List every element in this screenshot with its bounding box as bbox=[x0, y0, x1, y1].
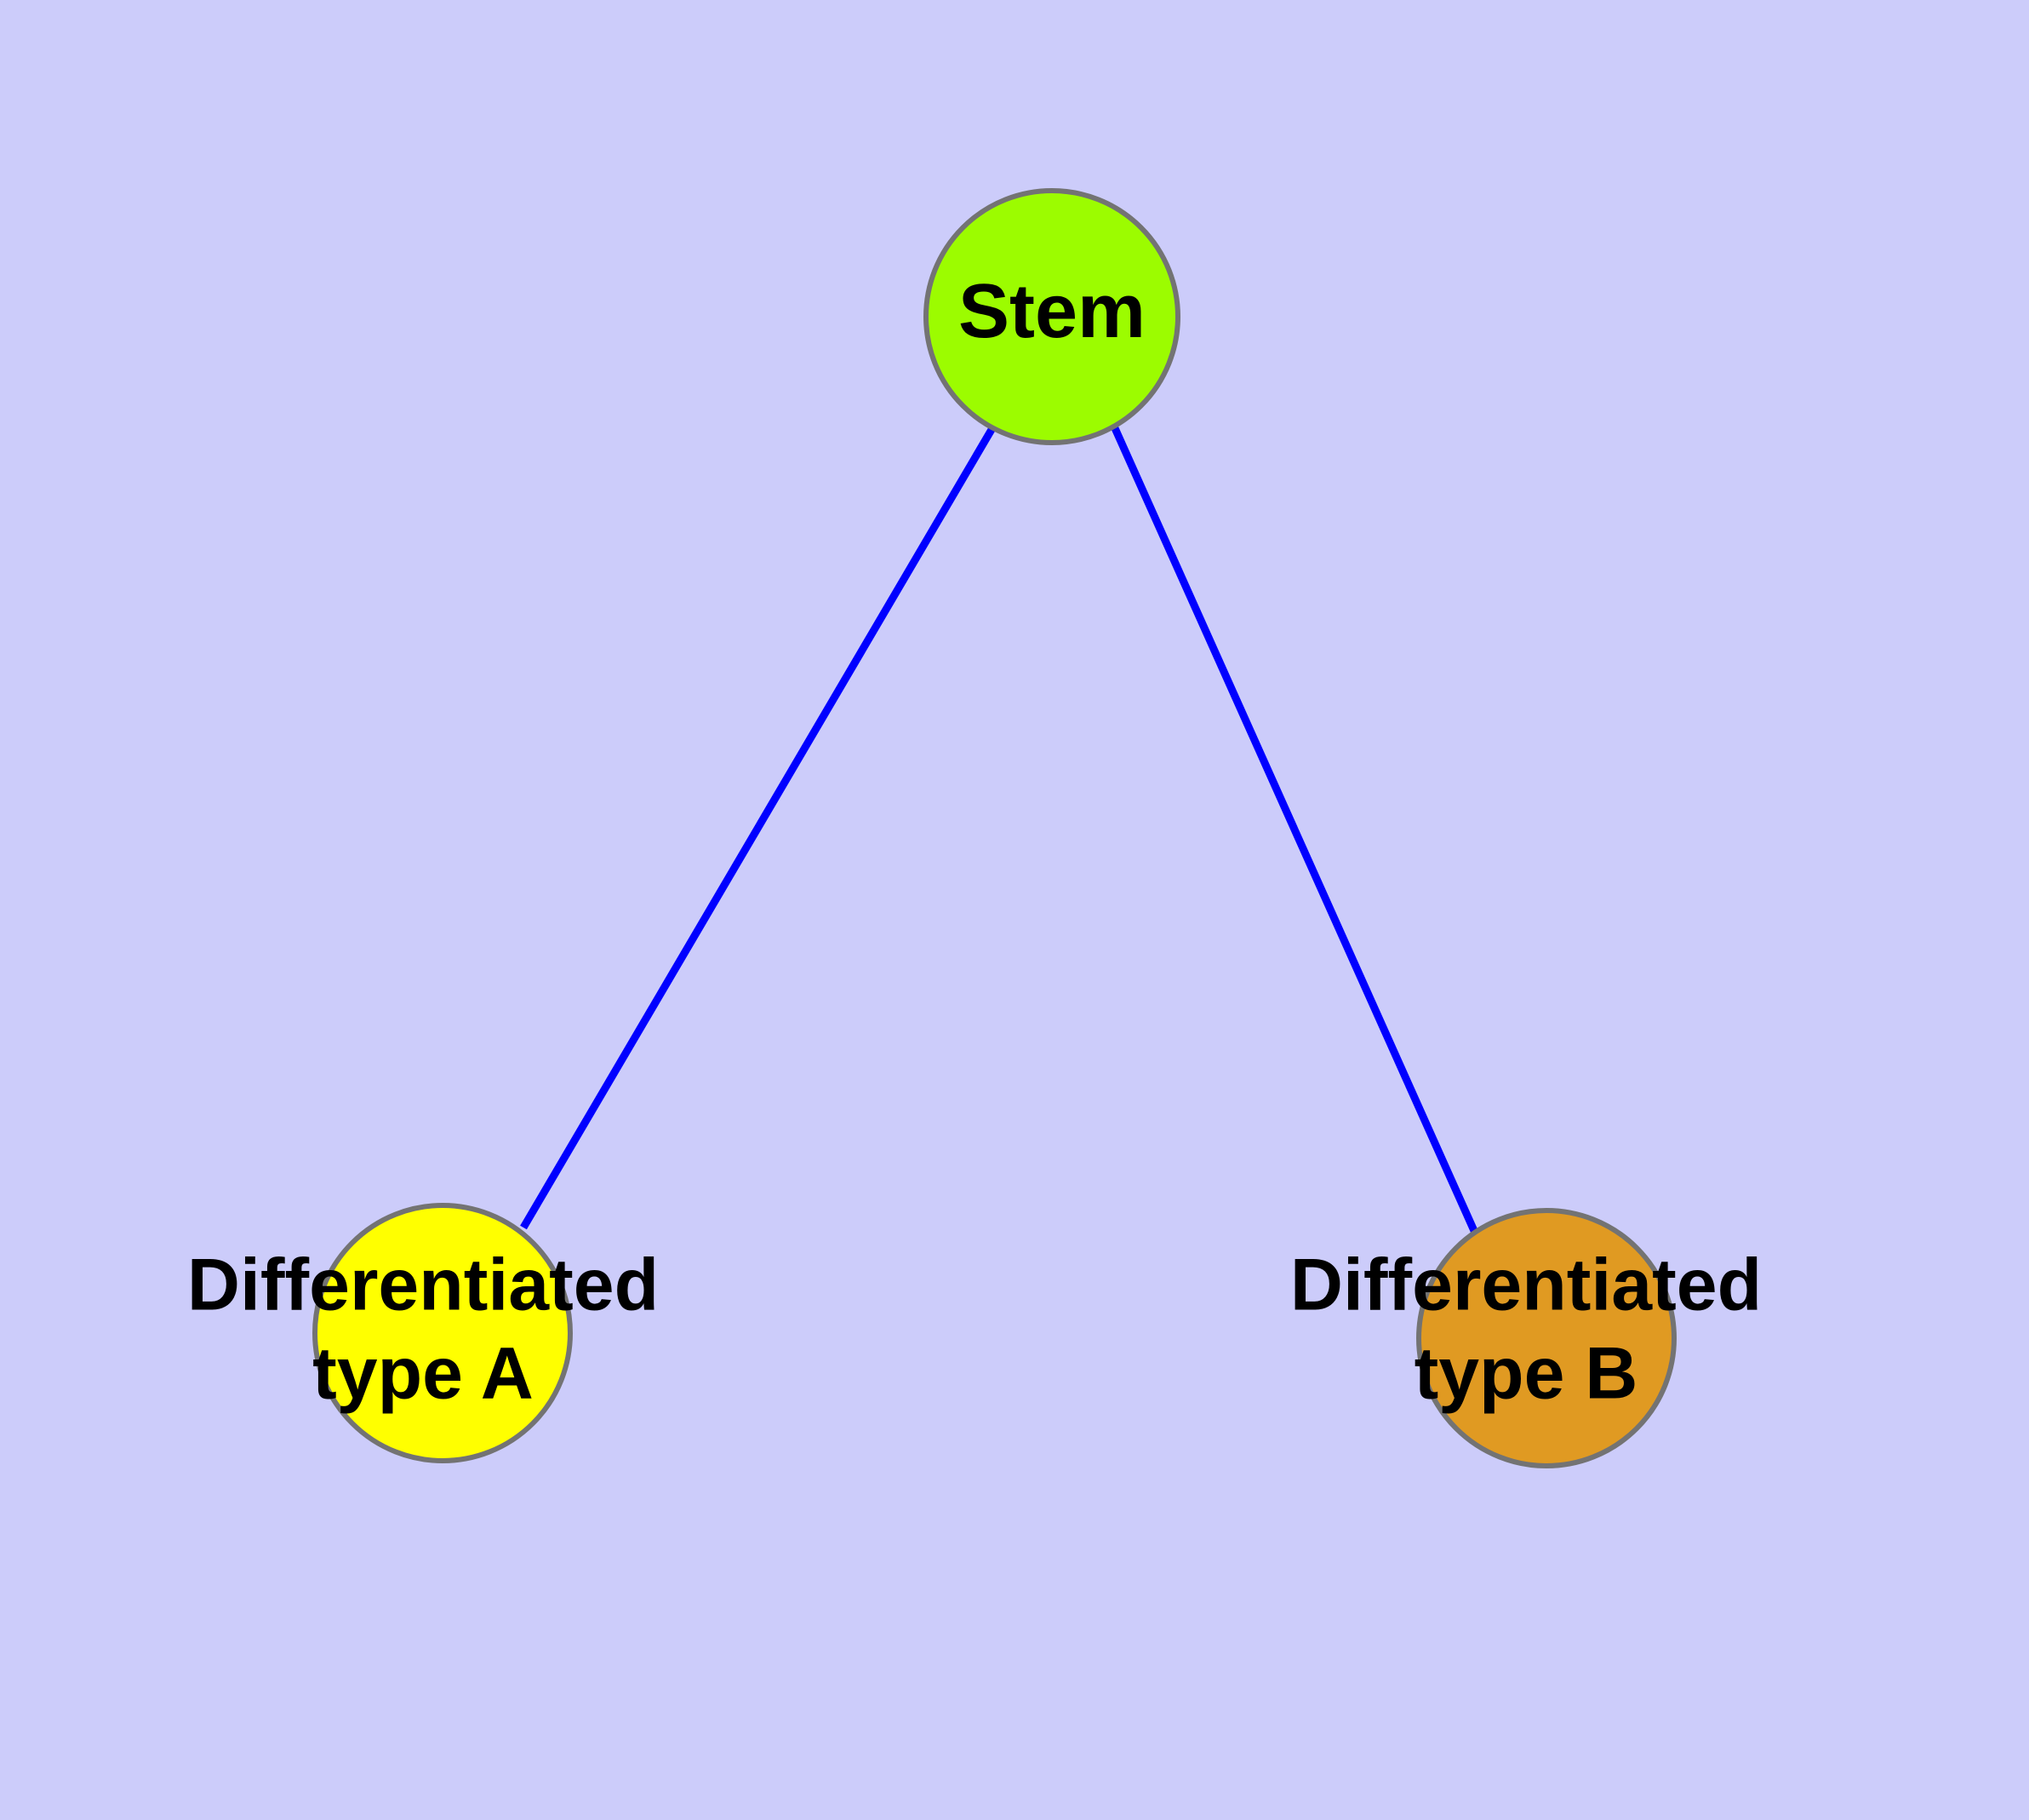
edge-stem-to-differentiated-type-b[interactable] bbox=[1111, 426, 1479, 1234]
labels-group: Stem Differentiated type A Differentiate… bbox=[187, 269, 1762, 1415]
node-differentiated-type-a[interactable] bbox=[312, 1203, 573, 1463]
differentiated-type-b-node-circle[interactable] bbox=[1416, 1208, 1677, 1468]
differentiated-type-b-label-line-1: Differentiated bbox=[1290, 1245, 1762, 1326]
edge-stem-to-differentiated-type-a[interactable] bbox=[520, 426, 996, 1230]
differentiated-type-a-label-line-1: Differentiated bbox=[187, 1245, 659, 1326]
differentiated-type-a-label-line-2: type A bbox=[312, 1333, 534, 1415]
stem-node-label: Stem bbox=[958, 269, 1146, 354]
node-stem[interactable] bbox=[923, 188, 1180, 445]
stem-node-circle[interactable] bbox=[923, 188, 1180, 445]
edges-group bbox=[520, 426, 1479, 1234]
node-differentiated-type-b[interactable] bbox=[1416, 1208, 1677, 1468]
differentiated-type-b-label-line-2: type B bbox=[1415, 1333, 1638, 1415]
differentiated-type-a-node-circle[interactable] bbox=[312, 1203, 573, 1463]
